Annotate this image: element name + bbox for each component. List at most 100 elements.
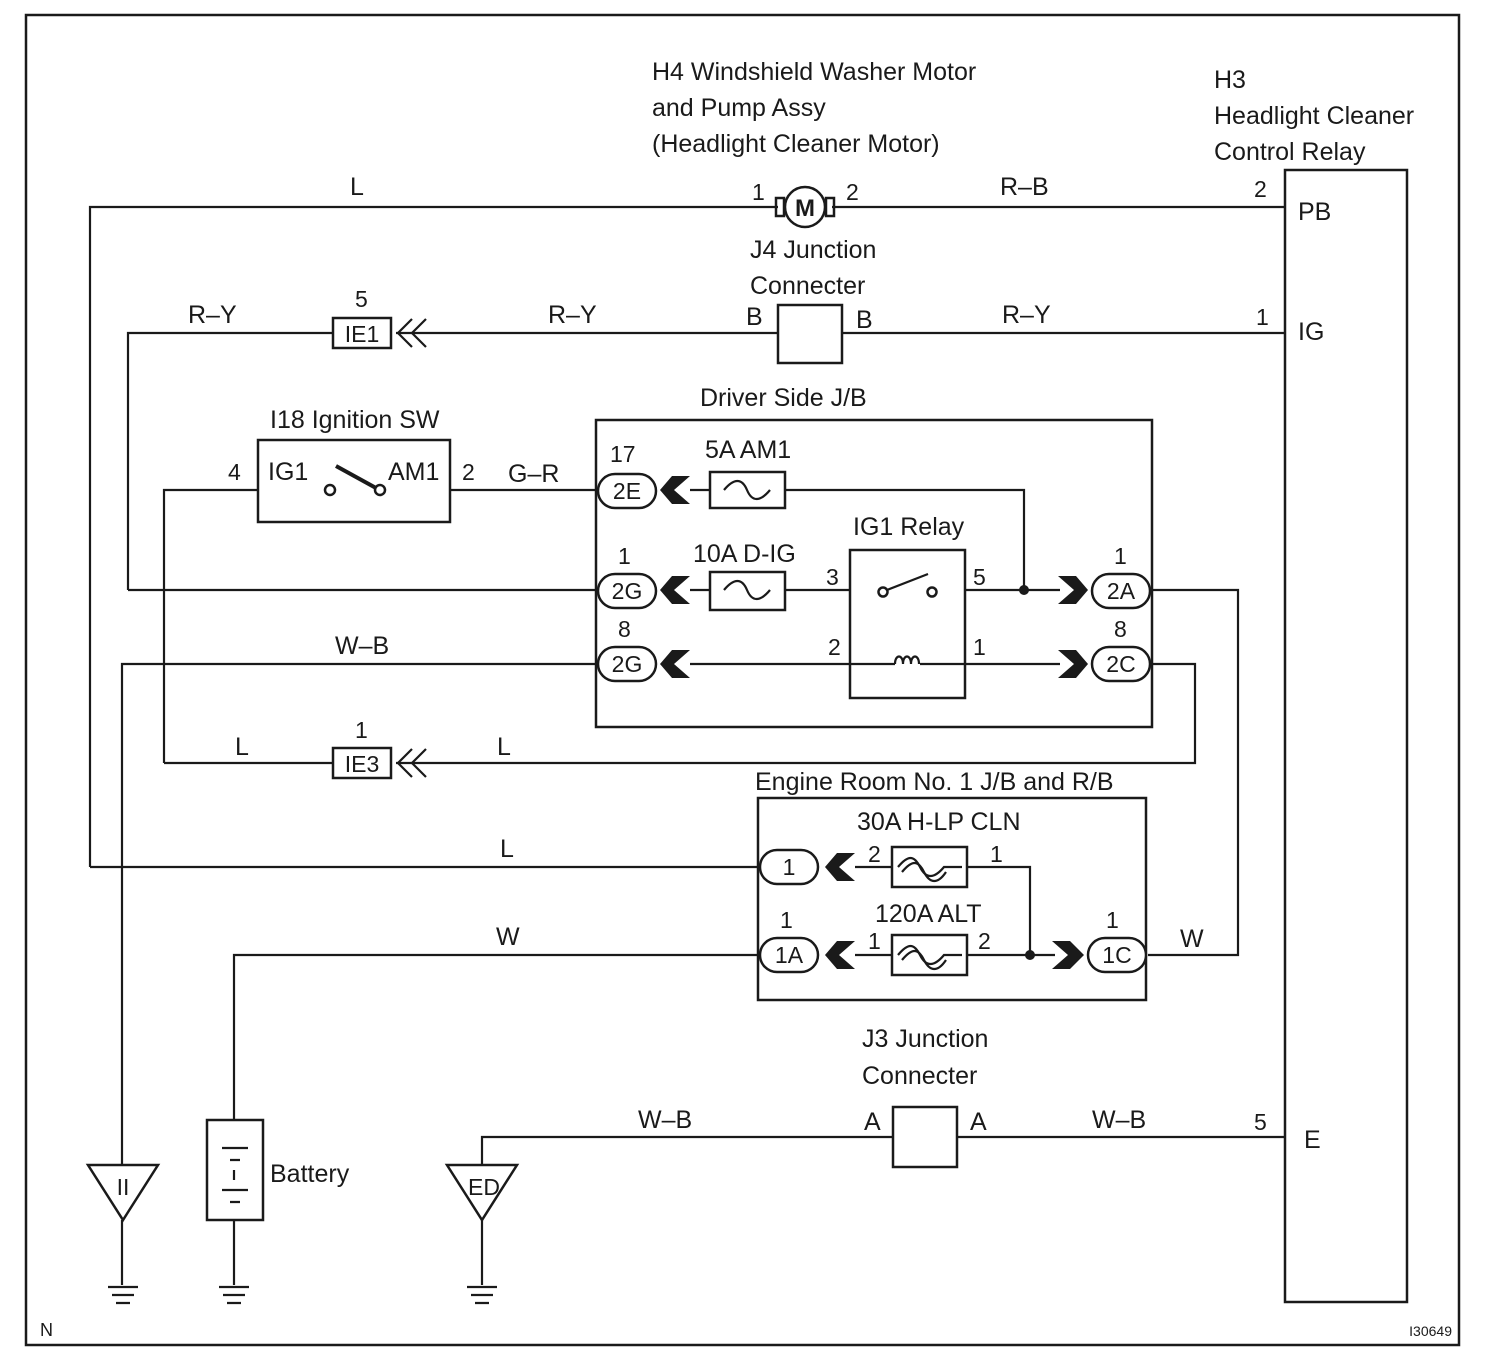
j3-junction-connector: J3 Junction Connecter A A — [862, 1025, 988, 1169]
ground-ii: II — [85, 1163, 161, 1305]
fuse-dig-label: 10A D-IG — [693, 540, 796, 568]
ignition-sw-box — [256, 438, 452, 524]
connector-1a-arrow-icon — [825, 941, 855, 969]
connector-1-arrow-icon — [825, 853, 855, 881]
ignition-sw-contact-right — [373, 483, 387, 497]
connector-1c-arrow-icon — [1052, 941, 1084, 969]
h4-pin1: 1 — [752, 179, 765, 205]
driver-side-jb: Driver Side J/B 5A AM1 10A D-IG IG1 Rela… — [594, 384, 1154, 729]
j4-pin-left: B — [746, 303, 763, 331]
ground-ed: ED — [444, 1163, 520, 1305]
ignition-sw-pin-ig1: 4 — [228, 459, 241, 485]
connector-2a-pin: 1 — [1114, 543, 1127, 569]
connector-2g-top-label: 2G — [612, 578, 643, 604]
h3-title-line3: Control Relay — [1214, 138, 1366, 166]
relay-pin3: 3 — [826, 564, 839, 590]
j4-title-line1: J4 Junction — [750, 236, 876, 264]
fuse-alt-pin2: 2 — [978, 928, 991, 954]
h3-title-line2: Headlight Cleaner — [1214, 102, 1414, 130]
connector-2c-pin: 8 — [1114, 616, 1127, 642]
ie3-box — [331, 746, 393, 780]
j4-junction-connector: J4 Junction Connecter B B — [746, 236, 876, 365]
motor-symbol-icon — [783, 185, 827, 229]
connector-2c-arrow-icon — [1058, 650, 1088, 678]
engine-jb-box — [756, 796, 1148, 1002]
fuse-hlp-label: 30A H-LP CLN — [857, 808, 1021, 836]
ignition-sw-title: I18 Ignition SW — [270, 406, 440, 434]
h3-title-line1: H3 — [1214, 66, 1246, 94]
footer-left: N — [40, 1320, 53, 1340]
connector-2e-arrow-icon — [660, 476, 690, 504]
wire-label-l-ie3-right: L — [497, 733, 511, 761]
h4-title-line1: H4 Windshield Washer Motor — [652, 58, 976, 86]
engine-jb-title: Engine Room No. 1 J/B and R/B — [755, 768, 1114, 796]
connector-2a-label: 2A — [1107, 578, 1136, 604]
relay-contact-left — [877, 586, 889, 598]
connector-1 — [758, 848, 820, 886]
connector-2g-top-pin: 1 — [618, 543, 631, 569]
h3-control-relay: H3 Headlight Cleaner Control Relay PB IG… — [1214, 66, 1414, 1304]
ig1-relay-label: IG1 Relay — [853, 513, 965, 541]
connector-2a-arrow-icon — [1058, 576, 1088, 604]
wire-label-w-left: W — [496, 923, 520, 951]
fuse-hlp-box — [890, 845, 969, 889]
wire-label-w-right: W — [1180, 925, 1204, 953]
j3-pin-left: A — [864, 1108, 881, 1136]
i18-ignition-switch: I18 Ignition SW IG1 AM1 4 2 — [228, 406, 475, 524]
ignition-sw-pin-am1: 2 — [462, 459, 475, 485]
ground-battery — [219, 1285, 249, 1305]
fuse-am1-box — [708, 470, 787, 510]
connector-1a — [758, 936, 820, 974]
h4-title-line3: (Headlight Cleaner Motor) — [652, 130, 940, 158]
ground-ii-icon — [108, 1285, 138, 1305]
h3-relay-body — [1283, 168, 1409, 1304]
ground-ed-triangle-icon — [444, 1163, 520, 1223]
wire-paths — [88, 205, 1285, 1285]
ie3-connector: IE3 1 — [331, 717, 427, 780]
wire-label-ry-right: R–Y — [1002, 301, 1051, 329]
connector-2c — [1090, 645, 1152, 683]
fuse-hlp-icon-2 — [901, 861, 947, 883]
relay-contact-right — [926, 586, 938, 598]
ie3-chevron-icon — [396, 748, 427, 778]
fuse-hlp-pin2: 2 — [868, 841, 881, 867]
j3-pin-right: A — [970, 1108, 987, 1136]
fuse-alt-pin1: 1 — [868, 928, 881, 954]
connector-1a-label: 1A — [775, 942, 804, 968]
connector-2g-bottom-pin: 8 — [618, 616, 631, 642]
j3-title-line2: Connecter — [862, 1062, 977, 1090]
connector-2e-pin: 17 — [610, 441, 636, 467]
wire-label-top-l: L — [350, 173, 364, 201]
ignition-sw-contact-left — [323, 483, 337, 497]
connector-1-label: 1 — [783, 854, 796, 880]
wire-label-r-b: R–B — [1000, 173, 1049, 201]
fuse-hlp-pin1: 1 — [990, 841, 1003, 867]
engine-room-jb: Engine Room No. 1 J/B and R/B 30A H-LP C… — [755, 768, 1148, 1002]
fuse-am1-label: 5A AM1 — [705, 436, 791, 464]
wire-label-wb-j3-right: W–B — [1092, 1106, 1146, 1134]
h3-pin-ig: 1 — [1256, 304, 1269, 330]
connector-2g-bottom-label: 2G — [612, 651, 643, 677]
junction-dot-ig1 — [1019, 585, 1029, 595]
motor-terminal-left — [774, 196, 786, 218]
fuse-alt-icon-2 — [901, 949, 947, 971]
switch-blade-icon — [335, 464, 377, 490]
ignition-sw-am1: AM1 — [388, 458, 439, 486]
diagram-frame — [24, 13, 1461, 1347]
j3-box — [891, 1105, 959, 1169]
ie1-box — [331, 316, 393, 350]
ie3-pin: 1 — [355, 717, 368, 743]
fuse-alt-label: 120A ALT — [875, 900, 982, 928]
h4-title-line2: and Pump Assy — [652, 94, 826, 122]
j3-title-line1: J3 Junction — [862, 1025, 988, 1053]
ground-ii-label: II — [117, 1174, 130, 1200]
relay-pin2: 2 — [828, 634, 841, 660]
connector-2g-top-arrow-icon — [660, 576, 690, 604]
motor-terminal-right — [824, 196, 836, 218]
h3-term-e: E — [1304, 1126, 1321, 1154]
battery-label: Battery — [270, 1160, 350, 1188]
h4-washer-motor: H4 Windshield Washer Motor and Pump Assy… — [652, 58, 976, 229]
connector-2e-label: 2E — [613, 478, 641, 504]
ground-ii-triangle-icon — [85, 1163, 161, 1223]
j4-box — [776, 303, 844, 365]
